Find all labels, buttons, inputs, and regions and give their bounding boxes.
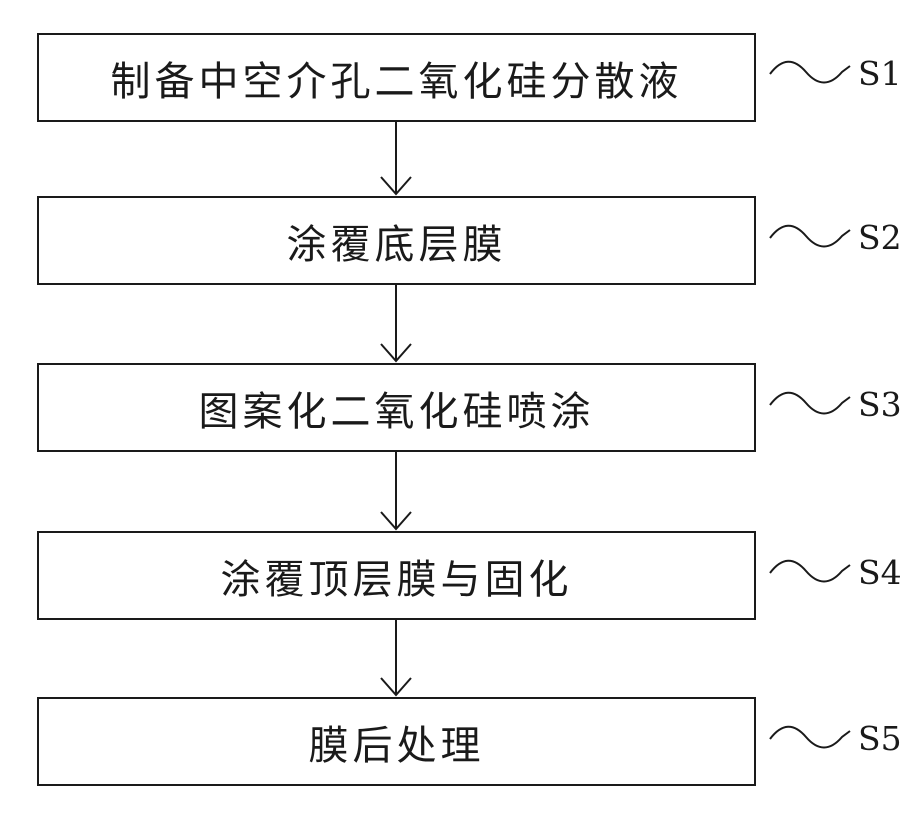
leader-s3 <box>770 393 850 414</box>
leader-s2 <box>770 226 850 247</box>
step-id-s1: S1 <box>858 54 902 93</box>
step-id-s5: S5 <box>858 719 902 758</box>
step-id-s2: S2 <box>858 218 902 257</box>
leader-s4 <box>770 561 850 582</box>
leader-s5 <box>770 727 850 748</box>
leader-s1 <box>770 62 850 83</box>
step-id-s4: S4 <box>858 553 902 592</box>
step-id-s3: S3 <box>858 385 902 424</box>
